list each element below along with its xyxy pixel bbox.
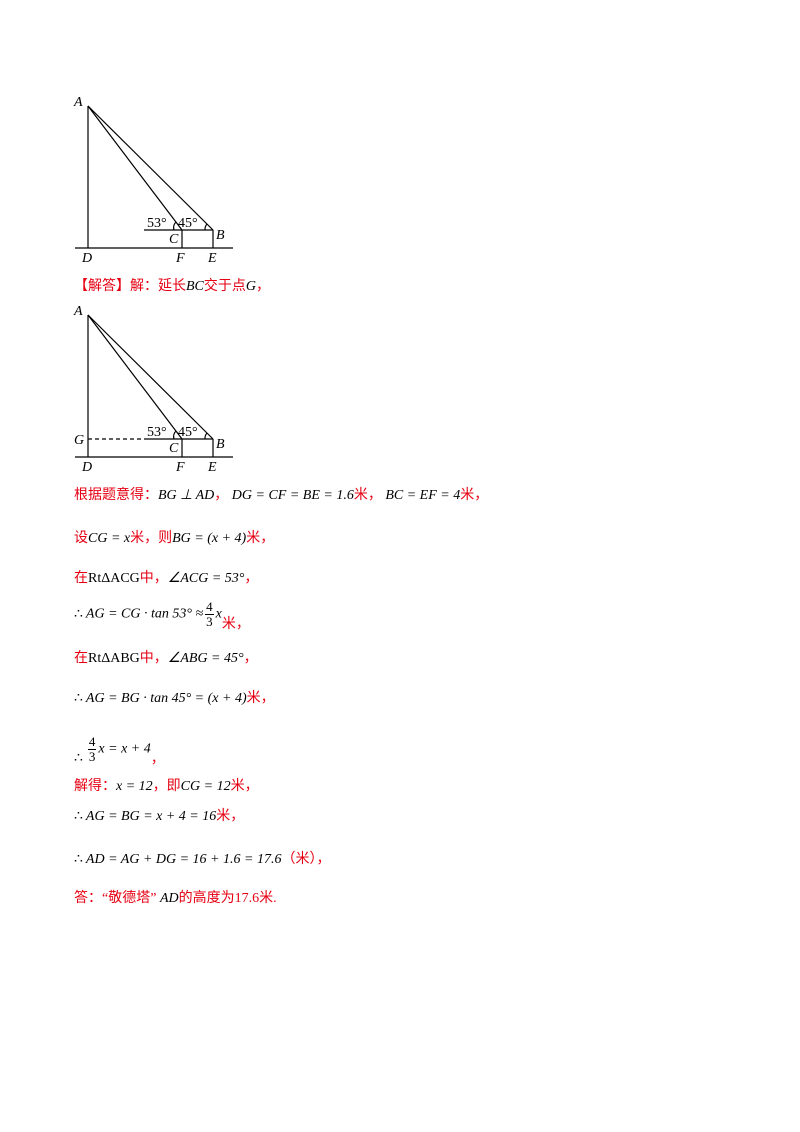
label-e: E [207, 251, 217, 264]
answer-header: 【解答】解：延长BC交于点G， [74, 279, 271, 294]
solution-line-1: 根据题意得：BG ⊥ AD， DG = CF = BE = 1.6米， BC =… [74, 488, 489, 503]
angle-c-arc [173, 430, 177, 440]
label-c: C [169, 441, 179, 456]
figure-1-svg: A B C D E F 53° 45° [73, 95, 233, 264]
label-b: B [216, 228, 225, 243]
angle-c-arc [173, 221, 177, 231]
solution-line-3: 在RtΔACG中，∠ACG = 53°， [74, 571, 259, 586]
angle-b-label: 45° [178, 216, 198, 231]
solution-line-2: 设CG = x米，则BG = (x + 4)米， [74, 531, 275, 546]
figure-2: A B C D E F G 53° 45° [70, 300, 240, 472]
segment-ac [87, 105, 183, 231]
label-f: F [175, 251, 185, 264]
angle-b-arc [204, 432, 208, 440]
segment-ab [87, 105, 214, 231]
label-g: G [74, 433, 84, 448]
label-d: D [81, 251, 92, 264]
segment-ab [87, 314, 214, 440]
label-b: B [216, 437, 225, 452]
label-a: A [73, 304, 83, 319]
solution-line-10: ∴AD = AG + DG = 16 + 1.6 = 17.6（米）， [74, 852, 331, 867]
angle-c-label: 53° [147, 425, 167, 440]
label-a: A [73, 95, 83, 110]
solution-line-8: 解得：x = 12，即CG = 12米， [74, 779, 259, 794]
final-answer: 答：“敬德塔” AD的高度为17.6米. [74, 891, 277, 906]
label-e: E [207, 460, 217, 472]
segment-ac [87, 314, 183, 440]
angle-b-label: 45° [178, 425, 198, 440]
label-f: F [175, 460, 185, 472]
solution-line-6: ∴AG = BG · tan 45° = (x + 4)米， [74, 691, 275, 706]
angle-b-arc [204, 223, 208, 231]
label-d: D [81, 460, 92, 472]
answer-tag: 【解答】 [74, 279, 130, 294]
solution-line-9: ∴AG = BG = x + 4 = 16米， [74, 809, 245, 824]
angle-c-label: 53° [147, 216, 167, 231]
label-c: C [169, 232, 179, 247]
figure-2-svg: A B C D E F G 53° 45° [73, 304, 233, 472]
figure-1: A B C D E F 53° 45° [70, 92, 240, 264]
solution-line-5: 在RtΔABG中，∠ABG = 45°， [74, 651, 258, 666]
